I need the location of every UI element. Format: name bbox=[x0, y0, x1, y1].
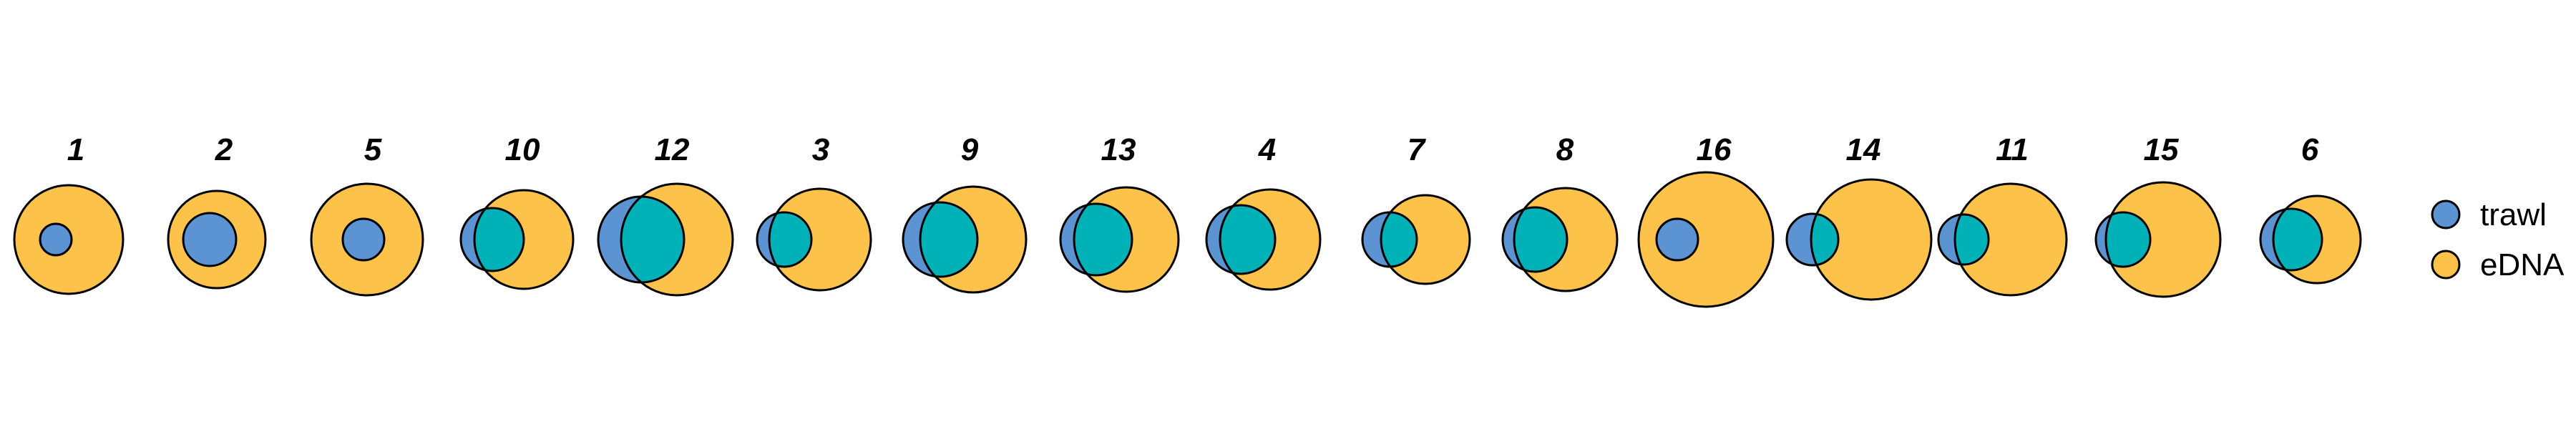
venn-panel: 12 bbox=[597, 132, 734, 297]
edna-outline bbox=[2272, 194, 2362, 285]
venn-panel: 5 bbox=[310, 132, 424, 297]
legend: trawl eDNA bbox=[2431, 197, 2565, 282]
trawl-outline bbox=[2259, 207, 2323, 272]
trawl-circle bbox=[39, 222, 73, 257]
venn-panel: 14 bbox=[1785, 132, 1933, 301]
overlap-region bbox=[621, 197, 684, 282]
edna-outline bbox=[1513, 187, 1619, 292]
overlap-region bbox=[1381, 212, 1417, 267]
trawl-outline bbox=[1205, 204, 1277, 275]
panel-label: 5 bbox=[364, 132, 382, 167]
edna-outline bbox=[1953, 182, 2068, 297]
panel-label: 15 bbox=[2144, 132, 2179, 167]
trawl-outline bbox=[1937, 213, 1990, 266]
edna-outline bbox=[473, 189, 575, 290]
panel-label: 4 bbox=[1258, 132, 1276, 167]
venn-panel: 7 bbox=[1361, 132, 1471, 285]
venn-panel: 2 bbox=[167, 132, 267, 290]
trawl-circle bbox=[341, 217, 386, 262]
venn-panel: 3 bbox=[756, 132, 872, 292]
edna-circle bbox=[1955, 184, 2067, 295]
trawl-outline bbox=[2094, 211, 2152, 268]
edna-circle bbox=[1637, 171, 1775, 308]
panel-label: 3 bbox=[812, 132, 829, 167]
edna-circle bbox=[2106, 182, 2220, 297]
panel-label: 8 bbox=[1556, 132, 1574, 167]
overlap-region bbox=[1514, 207, 1567, 272]
edna-outline bbox=[919, 185, 1028, 294]
edna-outline bbox=[768, 187, 872, 292]
edna-circle bbox=[1811, 179, 1931, 300]
edna-outline bbox=[1810, 178, 1933, 301]
venn-panel: 8 bbox=[1501, 132, 1619, 292]
venn-panel: 10 bbox=[459, 132, 575, 290]
edna-outline bbox=[1073, 186, 1180, 293]
overlap-region bbox=[1955, 214, 1989, 265]
panel-label: 1 bbox=[67, 132, 84, 167]
legend-label: eDNA bbox=[2480, 247, 2565, 282]
venn-panel: 6 bbox=[2259, 132, 2362, 285]
venn-panel: 15 bbox=[2094, 132, 2222, 298]
legend-label: trawl bbox=[2480, 197, 2547, 232]
trawl-outline bbox=[1501, 206, 1568, 273]
legend-item-trawl: trawl bbox=[2431, 197, 2547, 232]
venn-panel: 4 bbox=[1205, 132, 1322, 291]
panel-label: 10 bbox=[505, 132, 540, 167]
legend-swatch bbox=[2431, 199, 2461, 230]
panel-label: 13 bbox=[1101, 132, 1136, 167]
panel-label: 2 bbox=[215, 132, 233, 167]
legend-item-edna: eDNA bbox=[2431, 247, 2565, 282]
trawl-outline bbox=[459, 207, 525, 272]
panel-label: 16 bbox=[1697, 132, 1732, 167]
panel-label: 11 bbox=[1996, 132, 2029, 167]
legend-swatch bbox=[2431, 250, 2461, 280]
trawl-outline bbox=[1785, 212, 1840, 267]
panel-label: 7 bbox=[1407, 132, 1427, 167]
edna-outline bbox=[620, 182, 734, 297]
venn-panel: 9 bbox=[902, 132, 1028, 294]
trawl-outline bbox=[902, 201, 979, 278]
panel-label: 14 bbox=[1846, 132, 1881, 167]
trawl-circle bbox=[1655, 217, 1699, 262]
panel-label: 6 bbox=[2301, 132, 2319, 167]
panel-label: 9 bbox=[961, 132, 979, 167]
venn-panel: 1 bbox=[13, 132, 125, 295]
edna-outline bbox=[2104, 181, 2222, 298]
venn-panel: 11 bbox=[1937, 132, 2068, 297]
venn-panel: 16 bbox=[1637, 132, 1775, 308]
edna-outline bbox=[1380, 194, 1471, 285]
overlap-region bbox=[1074, 204, 1132, 275]
trawl-outline bbox=[1059, 202, 1133, 277]
venn-panel: 13 bbox=[1059, 132, 1180, 293]
trawl-outline bbox=[756, 211, 813, 268]
trawl-circle bbox=[182, 212, 238, 267]
edna-outline bbox=[1219, 188, 1322, 291]
overlap-region bbox=[1811, 214, 1838, 265]
overlap-region bbox=[2106, 212, 2150, 267]
panel-label: 12 bbox=[655, 132, 690, 167]
